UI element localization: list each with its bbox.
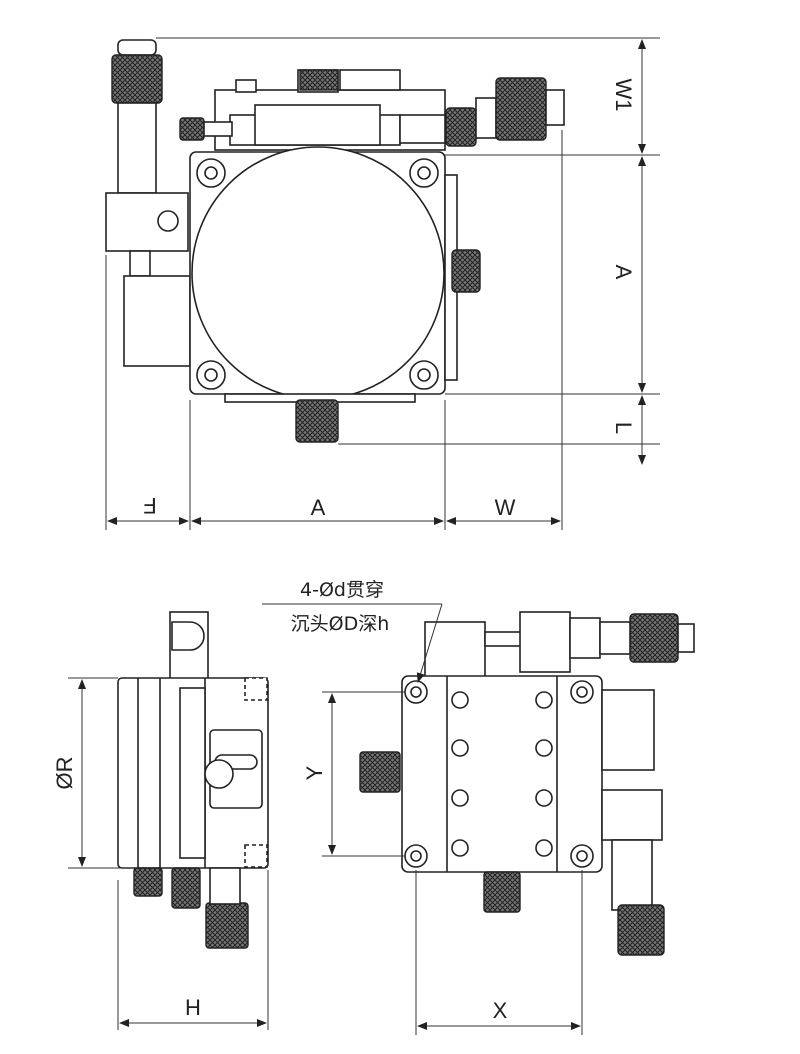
micrometer-cap — [117, 39, 157, 56]
micrometer-knob-icon — [111, 54, 163, 104]
front-view: 4-Ød贯穿 沉头ØD深h Y X — [262, 579, 695, 1035]
rotary-table — [191, 146, 445, 400]
hole-note-line2: 沉头ØD深h — [291, 613, 390, 635]
dim-r-label: ØR — [52, 757, 77, 790]
micrometer-barrel — [117, 102, 157, 194]
dim-y-label: Y — [302, 765, 327, 780]
dim-w1-label: W1 — [611, 79, 636, 112]
dim-x-label: X — [493, 998, 508, 1023]
dim-a-vertical-label: A — [611, 265, 636, 280]
mount-holes — [404, 680, 594, 868]
hole-note-line1: 4-Ød贯穿 — [300, 579, 384, 601]
dim-h-label: H — [185, 995, 201, 1020]
front-body — [401, 675, 603, 873]
top-view: W1 A L F A W — [105, 37, 660, 530]
dim-f-label: F — [143, 493, 156, 518]
dim-a-horizontal-label: A — [311, 495, 326, 520]
dim-l-label: L — [611, 422, 636, 434]
locking-block — [123, 275, 191, 367]
dim-w-label: W — [495, 495, 516, 520]
micrometer-knob-right-icon — [495, 77, 547, 141]
side-view: ØR H — [52, 611, 269, 1030]
